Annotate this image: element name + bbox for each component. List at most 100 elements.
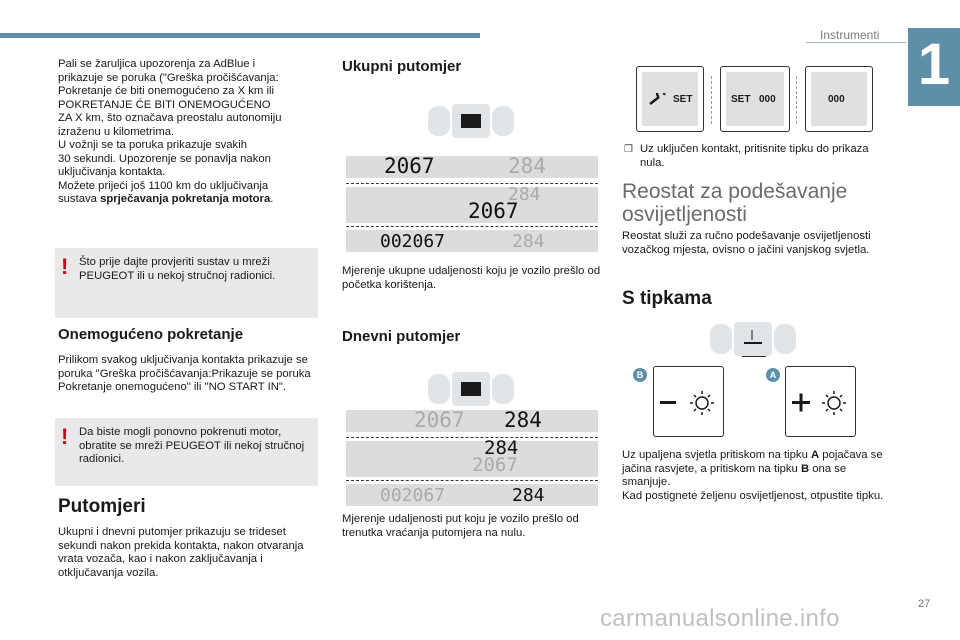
reostat-text: Reostat služi za ručno podešavanje osvij… <box>622 230 871 256</box>
brightness-icon <box>690 391 714 415</box>
separator <box>711 76 712 124</box>
trip-display-transition <box>346 441 598 477</box>
odo-trip-after: 284 <box>512 231 545 252</box>
badge-b: B <box>633 368 647 382</box>
intro-line: 30 sekundi. Upozorenje se ponavlja nakon <box>58 152 271 165</box>
set-label: SET <box>731 94 751 105</box>
tip-text-last: Kad postignete željenu osvijetljenost, o… <box>622 489 884 502</box>
tip-text: Uz upaljena svjetla pritiskom na tipku <box>622 449 811 461</box>
wrench-icon <box>649 93 666 105</box>
cluster-left-dial <box>428 374 450 404</box>
warning-text: Da biste mogli ponovno pokrenuti motor, … <box>79 426 305 465</box>
zero-label: 000 <box>759 94 776 105</box>
dimmer-instructions: Uz upaljena svjetla pritiskom na tipku A… <box>622 449 884 503</box>
trip-display-before <box>346 410 598 432</box>
intro-line: izraženu u kilometrima. <box>58 125 175 138</box>
odo-trip-transition: 284 <box>508 184 541 205</box>
header-bar <box>0 33 480 38</box>
tip-key-a: A <box>811 449 820 461</box>
reset-button-zero[interactable]: 000 <box>805 66 873 132</box>
reostat-heading-line2: osvijetljenosti <box>622 203 747 226</box>
trip-total-before: 2067 <box>414 408 465 432</box>
brightness-icon <box>822 391 846 415</box>
button-face <box>811 72 867 126</box>
cluster-right-dial <box>492 106 514 136</box>
intro-line: ZA X km, što označava preostalu autonomi… <box>58 112 282 124</box>
dnevni-caption: Mjerenje udaljenosti put koju je vozilo … <box>342 513 579 539</box>
reset-button-wrench[interactable]: SET <box>636 66 704 132</box>
putomjeri-text: Ukupni i dnevni putomjer prikazuju se tr… <box>58 526 304 579</box>
intro-line: U vožnji se ta poruka prikazuje svakih <box>58 139 247 151</box>
divider <box>346 226 598 227</box>
separator <box>796 76 797 124</box>
intro-line: Možete prijeći još 1100 km do uključivan… <box>58 179 269 192</box>
tip-text: pojačava se jačina rasvjete, a pritiskom… <box>622 449 883 475</box>
warning-icon: ! <box>61 254 69 279</box>
chapter-number: 1 <box>908 28 960 106</box>
odo-display-after <box>346 230 598 252</box>
button-face <box>642 72 698 126</box>
intro-line: prikazuje se poruka ("Greška pročišćavan… <box>58 71 279 84</box>
s-tipkama-heading: S tipkama <box>622 288 712 309</box>
intro-line: sustava sprječavanja pokretanja motora. <box>58 193 320 207</box>
trip-trip-transition: 284 <box>484 437 519 459</box>
intro-line: uključivanja kontakta. <box>58 166 166 178</box>
section-title: Instrumenti <box>820 28 880 42</box>
dimmer-plus-button[interactable] <box>785 366 856 437</box>
intro-text: sustava <box>58 193 101 205</box>
putomjeri-heading: Putomjeri <box>58 496 146 517</box>
odo-total-transition: 2067 <box>468 199 519 223</box>
cluster-screen <box>461 382 481 396</box>
badge-a: A <box>766 368 780 382</box>
odo-display-transition <box>346 187 598 223</box>
reset-instruction: Uz uključen kontakt, pritisnite tipku do… <box>640 143 869 169</box>
trip-trip-before: 284 <box>504 408 542 432</box>
odo-total-after: 002067 <box>380 231 446 252</box>
trip-total-after: 002067 <box>380 485 446 506</box>
trip-trip-after: 284 <box>512 485 545 506</box>
cluster-screen <box>461 114 481 128</box>
minus-brightness-icon <box>660 391 714 415</box>
odo-display-before <box>346 156 598 178</box>
trip-display-after <box>346 484 598 506</box>
tip-text: ona se smanjuje. <box>622 462 847 489</box>
cluster-mark <box>744 342 762 344</box>
odo-trip-before: 284 <box>508 154 546 178</box>
intro-text: . <box>270 193 274 205</box>
intro-line: POKRETANJE ĆE BITI ONEMOGUĆENO <box>58 98 271 111</box>
warning-text: Što prije dajte provjeriti sustav u mrež… <box>79 256 276 282</box>
set-label: SET <box>673 94 693 105</box>
dimmer-minus-button[interactable] <box>653 366 724 437</box>
page-number: 27 <box>918 598 931 610</box>
cluster-left-dial <box>710 324 732 354</box>
divider <box>346 183 598 184</box>
header-rule <box>806 42 906 43</box>
cluster-right-dial <box>774 324 796 354</box>
minus-icon <box>660 401 676 404</box>
warning-box-restart: ! Da biste mogli ponovno pokrenuti motor… <box>55 418 318 486</box>
watermark: carmanualsonline.info <box>600 605 840 632</box>
plus-icon <box>792 393 810 412</box>
instrument-cluster-icon <box>710 322 796 356</box>
reset-button-set[interactable]: SET 000 <box>720 66 790 132</box>
instrument-cluster-icon <box>428 372 514 406</box>
cluster-right-dial <box>492 374 514 404</box>
button-face <box>726 72 784 126</box>
warning-box-service: ! Što prije dajte provjeriti sustav u mr… <box>55 248 318 318</box>
intro-bold: sprječavanja pokretanja motora <box>100 193 271 205</box>
adblue-intro: Pali se žaruljica upozorenja za AdBlue i… <box>58 58 320 207</box>
instrument-cluster-icon <box>428 104 514 138</box>
odo-total-before: 2067 <box>384 154 435 178</box>
pointer-line <box>742 356 766 357</box>
trip-total-transition: 2067 <box>472 454 518 476</box>
ukupni-caption: Mjerenje ukupne udaljenosti koju je vozi… <box>342 265 601 291</box>
ukupni-heading: Ukupni putomjer <box>342 58 462 75</box>
dnevni-heading: Dnevni putomjer <box>342 328 461 345</box>
intro-line: Pali se žaruljica upozorenja za AdBlue i <box>58 58 256 70</box>
tip-key-b: B <box>800 462 810 475</box>
onemoguceno-heading: Onemogućeno pokretanje <box>58 326 244 343</box>
cluster-left-dial <box>428 106 450 136</box>
divider <box>346 480 598 481</box>
zero-label: 000 <box>828 94 845 105</box>
wrench-shape <box>649 93 666 105</box>
